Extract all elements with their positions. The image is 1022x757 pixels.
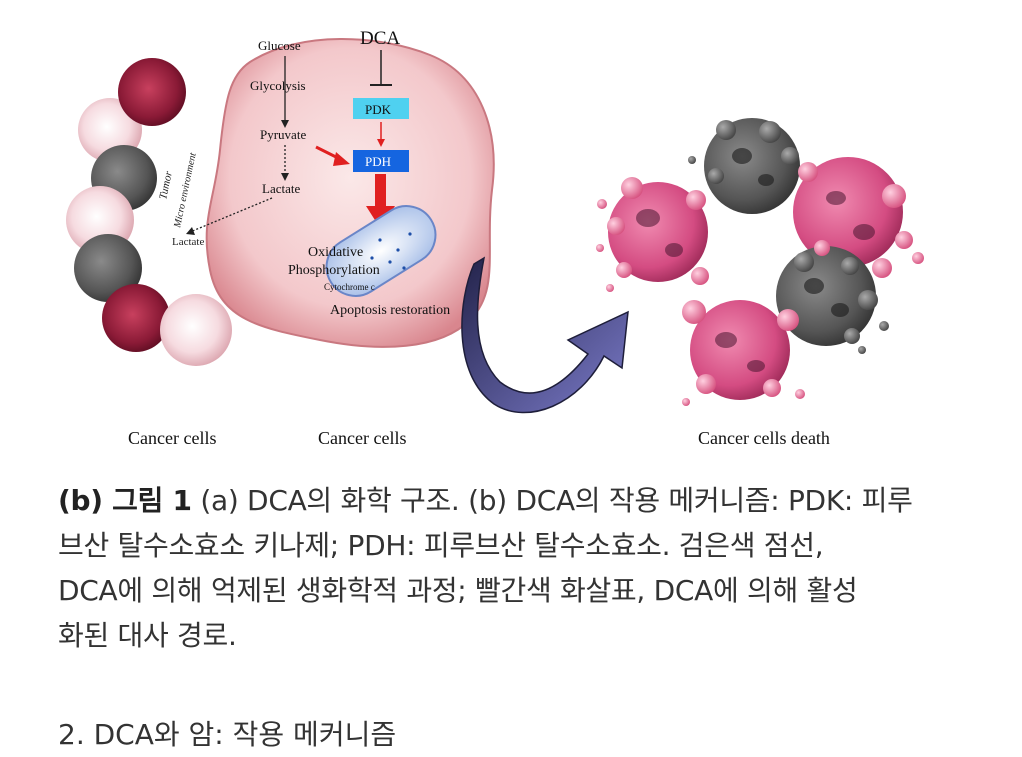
caption-line-3: DCA에 의해 억제된 생화학적 과정; 빨간색 화살표, DCA에 의해 활성: [58, 568, 978, 613]
cytochrome-label: Cytochrome c: [324, 282, 375, 292]
right-panel-caption: Cancer cells death: [698, 428, 830, 448]
svg-text:PDH: PDH: [365, 154, 391, 169]
tumor-label: Tumor: [157, 169, 175, 200]
center-panel-caption: Cancer cells: [318, 428, 406, 448]
oxidative-label: Oxidative: [308, 245, 363, 260]
phosphorylation-label: Phosphorylation: [288, 263, 380, 278]
caption-line-1: (b) 그림 1 (a) DCA의 화학 구조. (b) DCA의 작용 메커니…: [58, 478, 978, 523]
caption-line-4: 화된 대사 경로.: [58, 613, 978, 658]
section-heading: 2. DCA와 암: 작용 메커니즘: [58, 712, 978, 757]
pyruvate-label: Pyruvate: [260, 127, 306, 142]
left-panel-caption: Cancer cells: [128, 428, 216, 448]
micro-environment-label: Micro environment: [172, 152, 199, 230]
glycolysis-label: Glycolysis: [250, 78, 306, 93]
dca-label: DCA: [360, 28, 400, 49]
caption-label: (b) 그림 1: [58, 484, 192, 517]
apoptosis-label: Apoptosis restoration: [330, 303, 450, 318]
mechanism-figure: Tumor Micro environment Lactate DCA Gluc…: [0, 0, 1022, 470]
svg-text:PDK: PDK: [365, 102, 392, 117]
caption-line-2: 브산 탈수소효소 키나제; PDH: 피루브산 탈수소효소. 검은색 점선,: [58, 523, 978, 568]
lactate-outer-label: Lactate: [172, 236, 204, 248]
dead-cancer-cells: [596, 118, 924, 406]
glucose-label: Glucose: [258, 38, 301, 53]
figure-caption: (b) 그림 1 (a) DCA의 화학 구조. (b) DCA의 작용 메커니…: [58, 478, 978, 658]
left-cancer-cell-chain: Tumor Micro environment Lactate: [66, 58, 232, 366]
lactate-inner-label: Lactate: [262, 181, 300, 196]
